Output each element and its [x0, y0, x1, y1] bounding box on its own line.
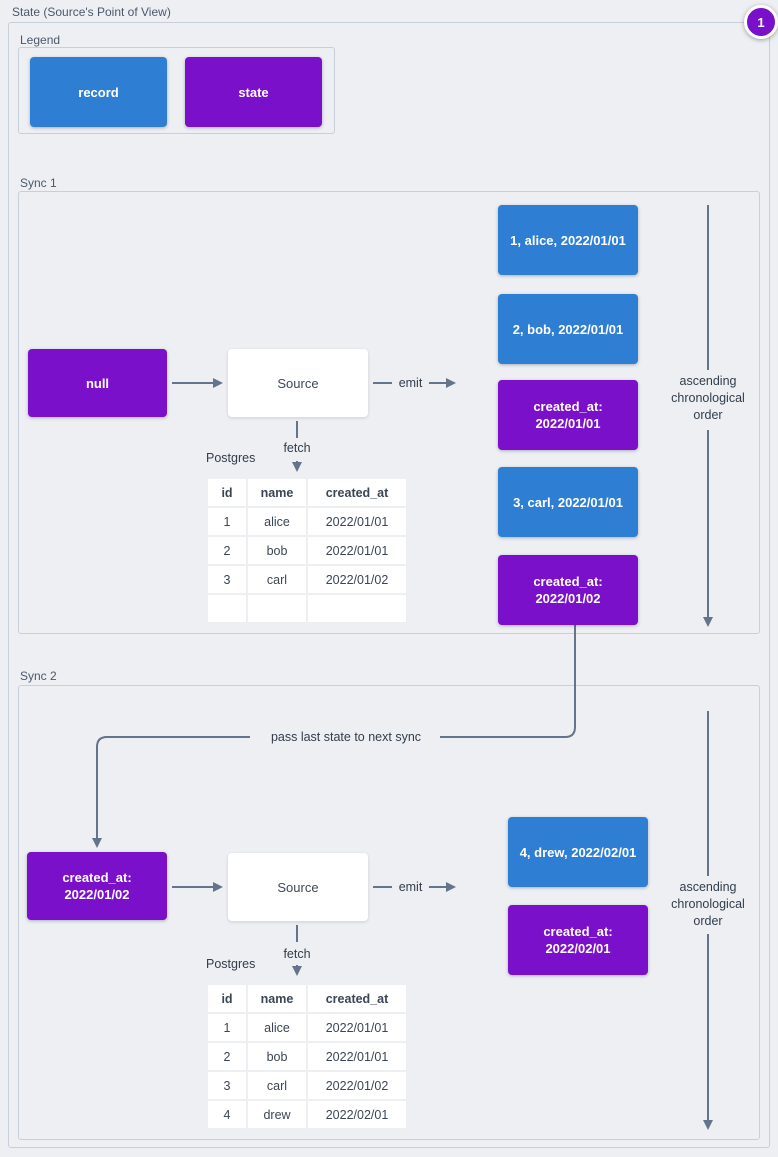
cell: carl: [248, 1072, 306, 1099]
cell: 2022/01/01: [308, 1043, 406, 1070]
sync1-source-box: Source: [228, 349, 368, 417]
sync1-emitted-record-2: 2, bob, 2022/01/01: [498, 294, 638, 364]
cell: 1: [208, 1014, 246, 1041]
cell: drew: [248, 1101, 306, 1128]
emitted-line: 2022/01/01: [535, 416, 601, 431]
cell: 2022/01/01: [308, 537, 406, 564]
cell: [248, 595, 306, 622]
sync2-emitted-record-1: 4, drew, 2022/02/01: [508, 817, 648, 887]
order-line: order: [693, 914, 723, 928]
table-row-empty: [208, 595, 406, 622]
emitted-line: created_at:: [533, 399, 603, 414]
emitted-line: 2022/02/01: [545, 941, 611, 956]
legend-record-label: record: [78, 84, 119, 100]
header-created-at: created_at: [308, 985, 406, 1012]
cell: carl: [248, 566, 306, 593]
sync1-order-label: ascending chronological order: [656, 373, 760, 424]
cell: 2: [208, 537, 246, 564]
order-line: ascending: [679, 374, 737, 388]
sync1-source-label: Source: [277, 375, 319, 391]
sync1-input-state-box: null: [28, 349, 167, 417]
order-line: chronological: [671, 897, 745, 911]
cell: 3: [208, 566, 246, 593]
cell: 2022/01/01: [308, 508, 406, 535]
legend-record-swatch: record: [30, 57, 167, 127]
header-id: id: [208, 985, 246, 1012]
sync2-source-label: Source: [277, 879, 319, 895]
table-row: 3 carl 2022/01/02: [208, 566, 406, 593]
sync1-db-label: Postgres: [206, 451, 256, 465]
cell: 2022/01/02: [308, 1072, 406, 1099]
sync2-order-label: ascending chronological order: [656, 879, 760, 930]
sync2-db-label: Postgres: [206, 957, 256, 971]
pass-state-line-right: [440, 625, 576, 738]
table-row: 2 bob 2022/01/01: [208, 1043, 406, 1070]
sync1-emitted-record-1: 1, alice, 2022/01/01: [498, 205, 638, 275]
header-name: name: [248, 985, 306, 1012]
sync1-emitted-state-2: created_at: 2022/01/02: [498, 555, 638, 625]
cell: 2022/02/01: [308, 1101, 406, 1128]
table-row: 4 drew 2022/02/01: [208, 1101, 406, 1128]
emitted-line: 2022/01/02: [535, 591, 601, 606]
cell: [308, 595, 406, 622]
cell: [208, 595, 246, 622]
table-row: 2 bob 2022/01/01: [208, 537, 406, 564]
sync1-postgres-table: id name created_at 1 alice 2022/01/01 2 …: [206, 477, 408, 624]
cell: 4: [208, 1101, 246, 1128]
cell: 2022/01/01: [308, 1014, 406, 1041]
cell: 2022/01/02: [308, 566, 406, 593]
emitted-line: 1, alice, 2022/01/01: [510, 232, 626, 248]
sync2-postgres-table: id name created_at 1 alice 2022/01/01 2 …: [206, 983, 408, 1130]
emitted-line: 2, bob, 2022/01/01: [512, 321, 624, 337]
emitted-line: created_at:: [543, 924, 613, 939]
sync2-input-state-line2: 2022/01/02: [64, 887, 130, 902]
sync2-input-state-line1: created_at:: [62, 870, 132, 885]
cell: bob: [248, 537, 306, 564]
sync1-frame: [18, 191, 760, 634]
cell: alice: [248, 1014, 306, 1041]
table-row: 3 carl 2022/01/02: [208, 1072, 406, 1099]
sync1-input-state-line1: null: [85, 375, 110, 391]
legend-title: Legend: [20, 33, 61, 47]
table-row: 1 alice 2022/01/01: [208, 1014, 406, 1041]
pass-state-label: pass last state to next sync: [270, 730, 422, 744]
sync1-emit-label: emit: [398, 376, 423, 390]
cell: bob: [248, 1043, 306, 1070]
sync2-fetch-label: fetch: [283, 947, 311, 961]
header-created-at: created_at: [308, 479, 406, 506]
emitted-line: created_at:: [533, 574, 603, 589]
pass-state-arrow-left: [92, 736, 250, 848]
sync2-emitted-state-1: created_at: 2022/02/01: [508, 905, 648, 975]
cell: 2: [208, 1043, 246, 1070]
table-header-row: id name created_at: [208, 479, 406, 506]
sync1-title: Sync 1: [20, 176, 57, 190]
cell: alice: [248, 508, 306, 535]
sync2-input-state-box: created_at: 2022/01/02: [27, 852, 167, 920]
order-line: order: [693, 408, 723, 422]
emitted-line: 3, carl, 2022/01/01: [513, 494, 623, 510]
sync2-frame: [18, 685, 760, 1140]
sync1-emitted-record-3: 3, carl, 2022/01/01: [498, 467, 638, 537]
header-id: id: [208, 479, 246, 506]
legend-state-swatch: state: [185, 57, 322, 127]
header-name: name: [248, 479, 306, 506]
order-line: ascending: [679, 880, 737, 894]
outer-frame: [8, 22, 770, 1148]
table-row: 1 alice 2022/01/01: [208, 508, 406, 535]
order-line: chronological: [671, 391, 745, 405]
legend-state-label: state: [238, 84, 269, 100]
sync1-fetch-label: fetch: [283, 441, 311, 455]
emitted-line: 4, drew, 2022/02/01: [519, 844, 637, 860]
sync2-title: Sync 2: [20, 669, 57, 683]
legend-frame: [18, 47, 335, 134]
page-title: State (Source's Point of View): [12, 5, 171, 19]
cell: 3: [208, 1072, 246, 1099]
sync2-emit-label: emit: [398, 880, 423, 894]
cell: 1: [208, 508, 246, 535]
step-badge: 1: [744, 5, 778, 39]
sync1-emitted-state-1: created_at: 2022/01/01: [498, 380, 638, 450]
sync2-source-box: Source: [228, 853, 368, 921]
table-header-row: id name created_at: [208, 985, 406, 1012]
